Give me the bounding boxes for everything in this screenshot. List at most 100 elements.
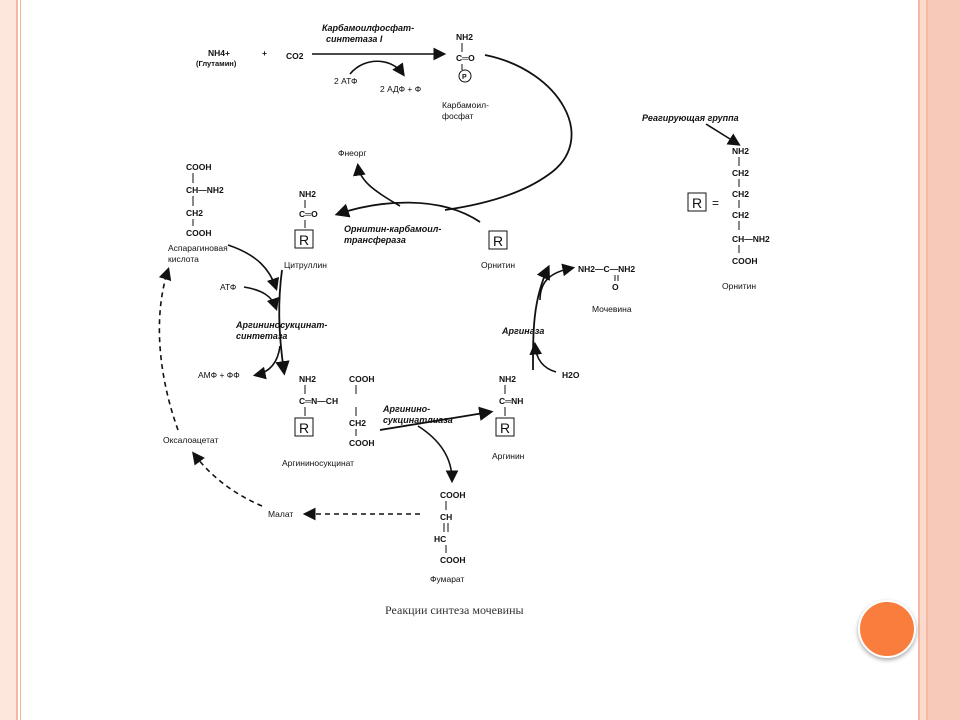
asp-ch-nh2: CH—NH2: [186, 185, 224, 195]
malate-label: Малат: [268, 509, 293, 519]
aspartate-structure: COOH CH—NH2 CH2 COOH Аспарагиновая кисло…: [168, 162, 228, 264]
atp-in-arrow: [243, 286, 280, 312]
rg-ch-nh2: CH—NH2: [732, 234, 770, 244]
citrulline-name: Цитруллин: [284, 260, 327, 270]
adp2-label: 2 АДФ + Ф: [380, 84, 421, 94]
right-frame-line: [918, 0, 920, 720]
left-frame-line: [16, 0, 18, 720]
ornithine-r-box: [488, 230, 508, 250]
citrulline-co: C═O: [299, 209, 318, 219]
rg-cooh: COOH: [732, 256, 758, 266]
ornithine-to-citrulline-arrow: [334, 201, 481, 223]
cp-nh2: NH2: [456, 32, 473, 42]
fum-ch: CH: [440, 512, 452, 522]
arginase-label: Аргиназа: [501, 326, 544, 336]
carbamoyl-phosphate-to-cycle-arrow: [444, 54, 573, 211]
pi-label: Фнеорг: [338, 148, 366, 158]
amp-out-arrow: [252, 345, 281, 380]
malate-to-oxaloacetate-arrow: [192, 451, 263, 507]
rg-eq: =: [712, 196, 719, 210]
cp-name-line2: фосфат: [442, 111, 474, 121]
ornithine-name: Орнитин: [481, 260, 515, 270]
atp-adp-curve-arrow: [349, 60, 405, 77]
water-in-arrow: [529, 341, 557, 373]
fum-cooh1: COOH: [440, 490, 466, 500]
fum-name: Фумарат: [430, 574, 464, 584]
as-r-box: [294, 417, 314, 437]
pi-release-arrow: [353, 162, 401, 207]
aspartate-in-arrow: [227, 244, 280, 292]
orange-circle-decoration: [858, 600, 916, 658]
reacting-group-arrow: [705, 123, 741, 146]
asp-cooh1: COOH: [186, 162, 212, 172]
rg-r-box: [687, 192, 707, 212]
right-frame-band: [928, 0, 960, 720]
fumarate-structure: COOH CH HC COOH Фумарат: [430, 490, 466, 584]
fum-hc: HC: [434, 534, 446, 544]
cp-p: P: [462, 74, 467, 81]
synthetase-line1: Аргининосукцинат-: [235, 320, 327, 330]
reacting-group-panel: Реагирующая группа NH2 CH2 CH2 CH2 CH—NH…: [642, 113, 770, 291]
urea-name: Мочевина: [592, 304, 632, 314]
enzyme-cps1-line2: синтетаза I: [326, 34, 383, 44]
citrulline-structure: NH2 C═O R Цитруллин: [284, 189, 327, 270]
asp-name1: Аспарагиновая: [168, 243, 228, 253]
right-frame-band-inner: [920, 0, 928, 720]
lyase-line2: сукцинатлиаза: [383, 415, 453, 425]
left-frame-line-thin: [20, 0, 21, 720]
citrulline-nh2: NH2: [299, 189, 316, 199]
atp-label: АТФ: [220, 282, 236, 292]
oxaloacetate-label: Оксалоацетат: [163, 435, 218, 445]
rg-ch2a: CH2: [732, 168, 749, 178]
ornithine-structure: R Орнитин: [481, 230, 515, 270]
amp-label: АМФ + ФФ: [198, 370, 240, 380]
as-r: R: [299, 420, 309, 436]
top-reaction: NH4+ (Глутамин) + CO2 Карбамоилфосфат- с…: [196, 23, 489, 121]
urea-formula: NH2—C—NH2: [578, 264, 635, 274]
citrulline-r-box: [294, 229, 314, 249]
cp-co: C═O: [456, 53, 475, 63]
as-cooh1: COOH: [349, 374, 375, 384]
rg-r: R: [692, 195, 702, 211]
argininosuccinate-structure: NH2 COOH C═N—CH CH2 COOH R Аргининосукци…: [282, 374, 375, 468]
rg-name: Орнитин: [722, 281, 756, 291]
arg-cnh: C═NH: [499, 396, 523, 406]
enzyme-cps1-line1: Карбамоилфосфат-: [322, 23, 414, 33]
asp-name2: кислота: [168, 254, 199, 264]
right-frame-line-2: [926, 0, 928, 720]
as-name: Аргининосукцинат: [282, 458, 354, 468]
arginine-structure: NH2 C═NH R Аргинин: [492, 374, 525, 461]
rg-ch2c: CH2: [732, 210, 749, 220]
urea-structure: NH2—C—NH2 O Мочевина: [578, 264, 635, 314]
reacting-group-title: Реагирующая группа: [642, 113, 739, 123]
asp-ch2: CH2: [186, 208, 203, 218]
plus-sign: +: [262, 48, 267, 58]
lyase-line1: Аргинино-: [382, 404, 430, 414]
fum-cooh2: COOH: [440, 555, 466, 565]
argininosuccinate-to-arginine-arrow: [379, 406, 494, 431]
citrulline-r: R: [299, 232, 309, 248]
as-cnch: C═N—CH: [299, 396, 338, 406]
atp2-label: 2 АТФ: [334, 76, 357, 86]
asp-cooh2: COOH: [186, 228, 212, 238]
arg-r: R: [500, 420, 510, 436]
cp-name-line1: Карбамоил-: [442, 100, 489, 110]
as-ch2: CH2: [349, 418, 366, 428]
citrulline-to-argininosuccinate-arrow: [275, 269, 290, 376]
urea-o: O: [612, 282, 619, 292]
co2-label: CO2: [286, 51, 304, 61]
arg-name: Аргинин: [492, 451, 525, 461]
arg-r-box: [495, 417, 515, 437]
oxaloacetate-to-aspartate-arrow: [158, 266, 179, 431]
rg-ch2b: CH2: [732, 189, 749, 199]
transferase-line2: трансфераза: [344, 235, 406, 245]
arginine-to-ornithine-arrow: [532, 264, 550, 371]
rg-nh2: NH2: [732, 146, 749, 156]
fumarate-release-arrow: [417, 425, 459, 484]
diagram-caption: Реакции синтеза мочевины: [385, 603, 524, 617]
glutamine-label: (Глутамин): [196, 59, 237, 68]
synthetase-line2: синтетаза: [236, 331, 287, 341]
as-nh2: NH2: [299, 374, 316, 384]
as-cooh2: COOH: [349, 438, 375, 448]
